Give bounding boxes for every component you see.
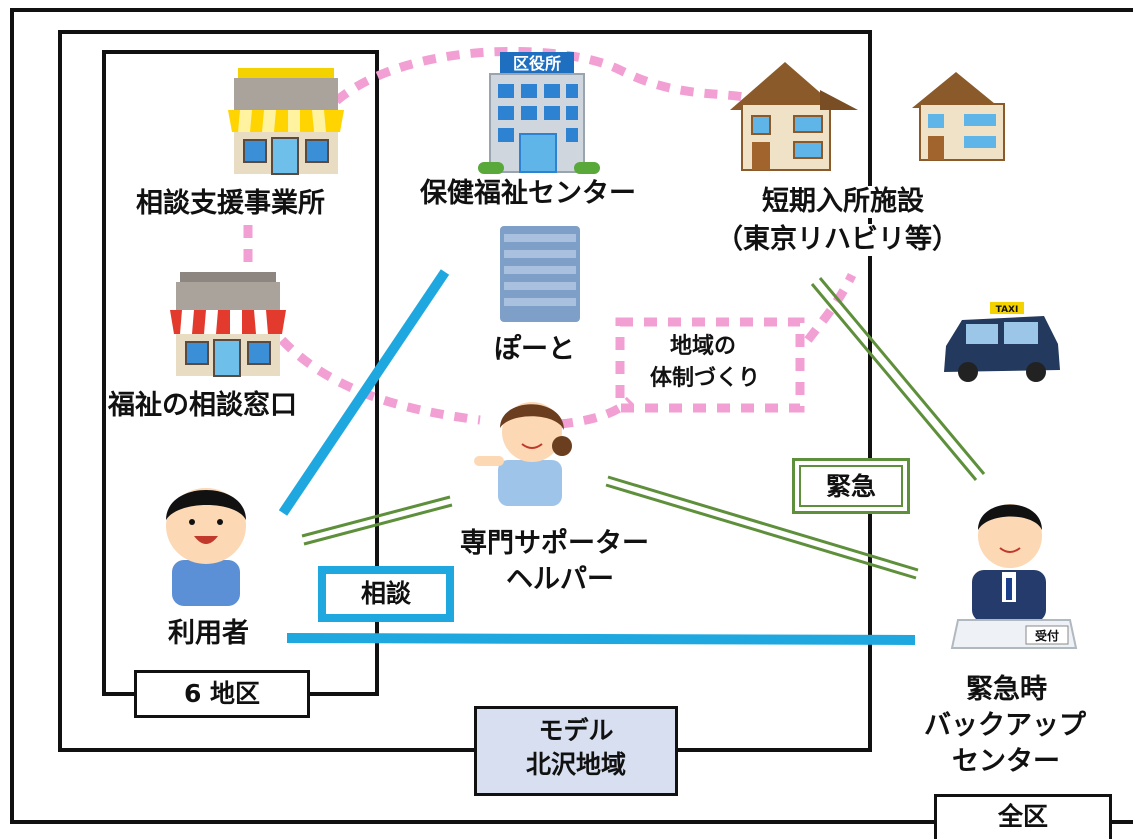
consultation-tag: 相談 xyxy=(318,566,454,622)
support-office-shop-icon xyxy=(228,68,344,175)
receptionist-person-icon: 受付 xyxy=(950,504,1078,649)
short-stay-label-line1: 短期入所施設 xyxy=(762,186,924,218)
user-person-icon xyxy=(166,488,246,606)
community-system-label-line1: 地域の xyxy=(670,334,737,359)
six-districts-tag: 6 地区 xyxy=(134,670,310,718)
emergency-tag-inner: 緊急 xyxy=(799,465,903,507)
blue-consultation-lines xyxy=(278,269,916,645)
all-wards-tag: 全区 xyxy=(934,794,1112,839)
backup-center-label-line3: センター xyxy=(952,746,1060,778)
ward-office-sign: 区役所 xyxy=(513,54,561,73)
pink-dotted-network xyxy=(243,46,857,429)
backup-center-label-line2: バックアップ xyxy=(924,710,1086,742)
welfare-window-shop-icon xyxy=(170,272,286,377)
short-stay-house-icon xyxy=(730,62,858,171)
port-label: ぽーと xyxy=(494,334,575,365)
kitazawa-model-tag-line2: 北沢地域 xyxy=(525,749,626,779)
user-label: 利用者 xyxy=(168,618,249,649)
kitazawa-model-tag: モデル 北沢地域 xyxy=(474,706,678,796)
taxi-sign: TAXI xyxy=(996,305,1019,315)
helper-person-icon xyxy=(474,402,572,506)
green-emergency-lines xyxy=(301,277,986,580)
reception-sign: 受付 xyxy=(1035,628,1059,643)
helper-label-line2: ヘルパー xyxy=(506,564,614,596)
kitazawa-model-region-box xyxy=(58,30,872,752)
kitazawa-model-tag-line1: モデル xyxy=(538,716,614,745)
short-stay-label-line2: （東京リハビリ等） xyxy=(716,224,959,256)
taxi-icon: TAXI xyxy=(944,302,1060,382)
emergency-tag: 緊急 xyxy=(792,458,910,514)
welfare-window-label: 福祉の相談窓口 xyxy=(108,390,297,422)
all-wards-region-box xyxy=(10,8,1133,824)
helper-label-line1: 専門サポーター xyxy=(460,528,649,560)
community-system-label-line2: 体制づくり xyxy=(650,366,761,391)
port-building-icon xyxy=(500,226,580,322)
support-office-label: 相談支援事業所 xyxy=(136,188,325,220)
backup-center-label-line1: 緊急時 xyxy=(966,674,1047,706)
house-icon xyxy=(912,72,1005,161)
health-welfare-center-label: 保健福祉センター xyxy=(420,178,636,210)
ward-office-building-icon: 区役所 xyxy=(478,52,600,174)
